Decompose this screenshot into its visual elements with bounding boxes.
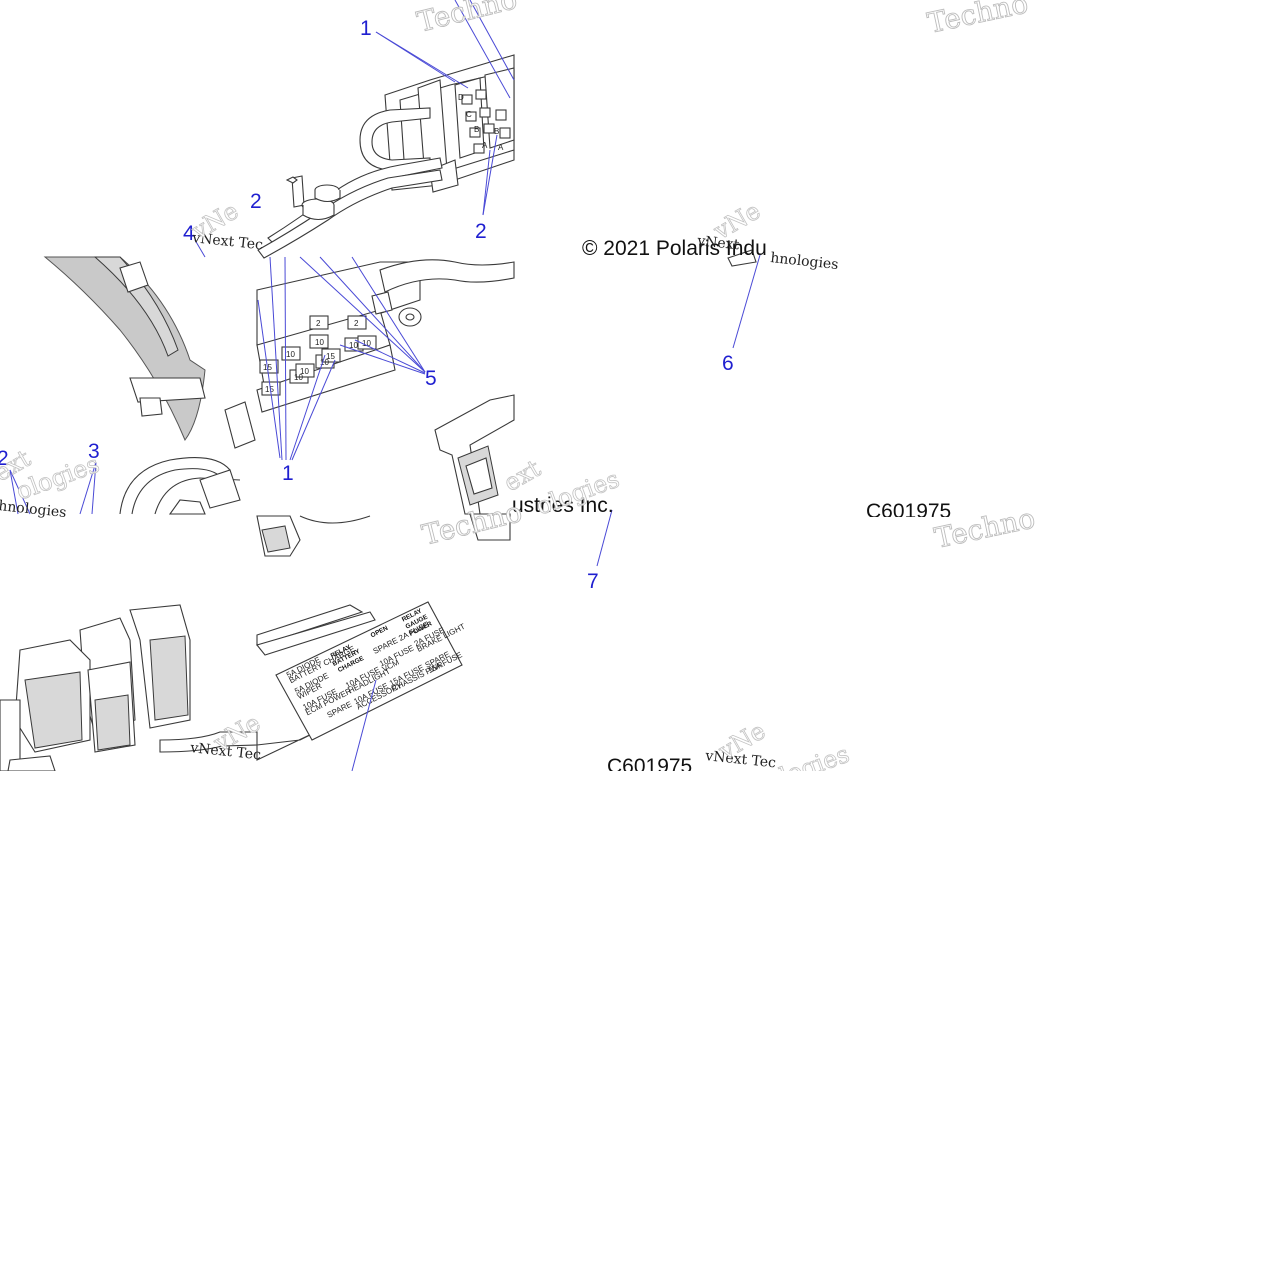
fuse-value: 10 [300,367,309,376]
pin-letter: A [482,141,488,150]
diagram-code-partial: C601975 [866,500,951,523]
fuse-value: 10 [315,338,324,347]
watermark-text: vNext [696,233,741,253]
callout-2-top: 2 [475,220,487,243]
fuse-value: 15 [326,352,335,361]
fuse-label-sticker: RELAY BATTERY CHARGE OPEN RELAY GAUGE PO… [275,601,467,741]
pin-letters: D C B A B A [458,93,504,152]
callout-2-left: 2 [0,447,9,470]
callout-5: 5 [425,367,437,390]
callout-4: 4 [183,222,195,245]
leaders-fuse [257,256,426,461]
callout-2-top-right: 2 [250,190,262,213]
watermark-text: Techno [925,0,1031,40]
ring-terminal-bolt [285,175,341,221]
leaders-left [9,461,97,515]
tile-harness-clip: 2 3 [0,256,256,515]
tile-fuse-block: 15 10 10 10 15 10 2 2 10 10 15 10 5 1 [256,256,515,515]
tile-connector-top: D C B A B A 1 2 2 [183,0,515,259]
fuse-value: 2 [316,319,321,328]
watermark-text: vNext Tec [189,740,262,763]
watermark-text: vNext Tec [191,230,264,253]
fuse-value: 15 [265,385,274,394]
callout-1-top: 1 [360,17,372,40]
pin-letter: A [498,143,504,152]
tile-fuse-label: RELAY BATTERY CHARGE OPEN RELAY GAUGE PO… [256,601,467,772]
watermark-text: Techno [414,0,521,39]
fuse-value: 10 [286,350,295,359]
copyright-fragment-left: © 2021 Polaris Indu [582,237,767,260]
tile-connector-strip [256,513,511,557]
leaders-top [375,0,515,216]
diagram-code-partial-clip: C601975 [866,500,951,523]
fuse-value: 10 [362,339,371,348]
watermark-text: ext [499,454,546,497]
pin-letter: B [494,127,499,136]
connector-body [384,54,515,193]
cover-piece [434,394,515,515]
callout-1-mid: 1 [282,462,294,485]
fuses: 15 10 10 10 15 10 2 2 10 10 15 10 [259,315,377,396]
callout-6: 6 [722,352,734,375]
callout-7: 7 [587,570,599,593]
watermark-text: hnologies [770,250,840,273]
pin-letter: C [466,110,472,119]
copyright-fragment-right: ustries Inc. [512,494,614,517]
wire-harness-top [257,107,443,259]
pin-letter: D [458,93,464,102]
fuse-value: 2 [354,319,359,328]
watermark-text: vNext Tec [704,748,777,771]
pin-letter: B [474,125,479,134]
tile-relays [0,604,258,772]
watermark-text: hnologies [0,498,67,521]
fuse-value: 10 [294,373,303,382]
fuse-value: 10 [320,358,329,367]
fuse-value: 10 [349,341,358,350]
callout-3: 3 [88,440,100,463]
